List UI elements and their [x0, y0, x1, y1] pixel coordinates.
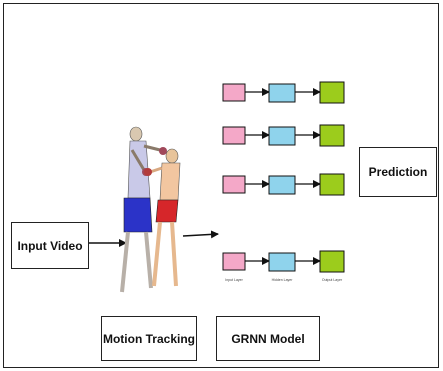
grnn-model-box: GRNN Model: [216, 316, 320, 361]
input-layer-label: Input Layer: [225, 278, 243, 282]
outer-border: [3, 3, 439, 368]
output-node: [319, 173, 345, 196]
input-node: [222, 126, 246, 145]
hidden-node: [268, 175, 296, 195]
hidden-node: [268, 126, 296, 146]
output-node: [319, 250, 345, 273]
prediction-box: Prediction: [359, 147, 437, 197]
output-layer-label: Output Layer: [322, 278, 343, 282]
hidden-node: [268, 83, 296, 103]
input-node: [222, 175, 246, 194]
motion-tracking-box: Motion Tracking: [101, 316, 197, 361]
input-video-box: Input Video: [11, 222, 89, 269]
input-node: [222, 252, 246, 271]
hidden-layer-label: Hidden Layer: [272, 278, 294, 282]
hidden-node: [268, 252, 296, 272]
output-node: [319, 81, 345, 104]
grnn-network: Input Layer Hidden Layer Output Layer: [222, 81, 345, 282]
output-node: [319, 124, 345, 147]
arrow-tracking-to-grnn: [182, 230, 219, 239]
boxers-illustration: [120, 126, 181, 293]
input-node: [222, 83, 246, 102]
